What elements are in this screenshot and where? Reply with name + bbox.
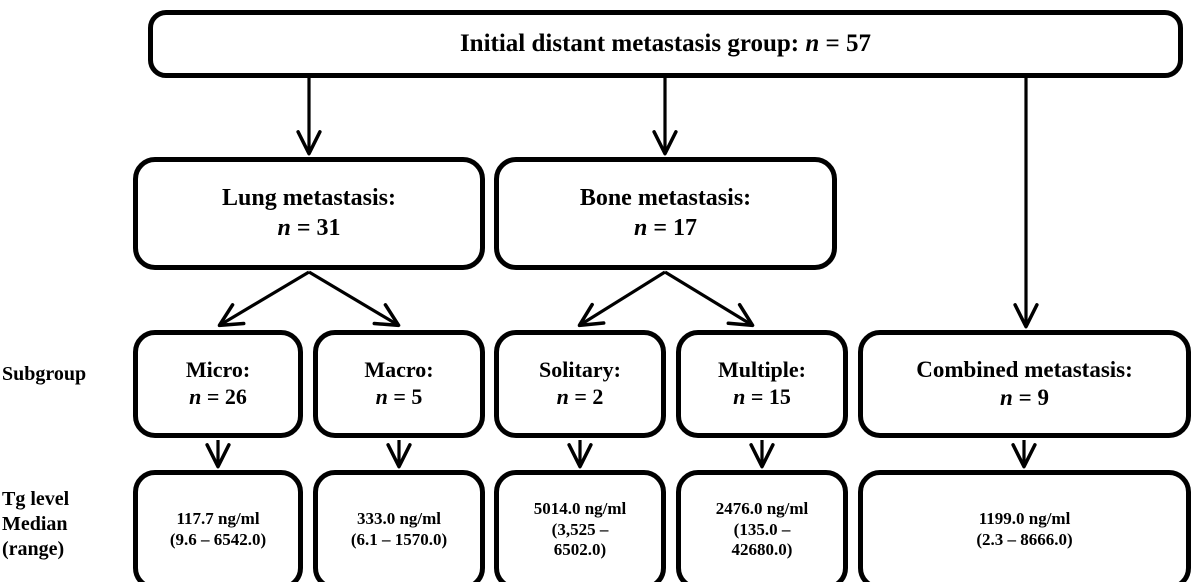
row-label-subgroup-text: Subgroup xyxy=(2,363,87,385)
node-lung-metastasis[interactable]: Lung metastasis: n = 31 xyxy=(133,157,485,270)
node-multiple-label: Multiple: xyxy=(718,357,806,383)
row-label-tg-line3: (range) xyxy=(2,538,65,560)
row-label-tg-level: Tg level Median (range) xyxy=(2,487,128,562)
node-tg-micro-median: 117.7 ng/ml xyxy=(176,509,260,529)
connector-bone-to-solitary xyxy=(577,270,666,328)
connector-lung-to-macro xyxy=(308,270,401,328)
node-lung-n-symbol: n xyxy=(277,214,291,241)
node-tg-micro-range: (9.6 – 6542.0) xyxy=(169,530,267,549)
node-root-n-value: = 57 xyxy=(819,29,872,57)
node-micro-n-symbol: n xyxy=(189,384,202,409)
node-tg-multiple-range-line2: 42680.0) xyxy=(731,540,793,560)
node-root-line: Initial distant metastasis group: n = 57 xyxy=(460,29,871,60)
node-micro-n-value: = 26 xyxy=(201,384,247,409)
node-tg-multiple-range-line1: (135.0 – xyxy=(733,519,791,539)
node-micro-count: n = 26 xyxy=(189,384,247,411)
node-multiple-count: n = 15 xyxy=(733,384,791,411)
node-tg-macro-range: (6.1 – 1570.0) xyxy=(350,530,448,549)
node-bone-n-value: = 17 xyxy=(647,214,698,241)
node-tg-multiple[interactable]: 2476.0 ng/ml (135.0 – 42680.0) xyxy=(676,470,848,582)
node-bone-metastasis[interactable]: Bone metastasis: n = 17 xyxy=(494,157,837,270)
node-tg-combined-median: 1199.0 ng/ml xyxy=(978,509,1071,529)
node-combined-n-value: = 9 xyxy=(1012,385,1049,410)
node-tg-micro[interactable]: 117.7 ng/ml (9.6 – 6542.0) xyxy=(133,470,303,582)
node-subgroup-multiple[interactable]: Multiple: n = 15 xyxy=(676,330,848,438)
node-subgroup-macro[interactable]: Macro: n = 5 xyxy=(313,330,485,438)
node-tg-combined[interactable]: 1199.0 ng/ml (2.3 – 8666.0) xyxy=(858,470,1191,582)
node-micro-label: Micro: xyxy=(185,357,251,383)
node-bone-label: Bone metastasis: xyxy=(579,185,752,212)
node-solitary-count: n = 2 xyxy=(557,384,604,411)
node-root-label: Initial distant metastasis group: xyxy=(459,29,806,57)
node-combined-n-symbol: n xyxy=(1000,385,1013,410)
node-tg-multiple-median: 2476.0 ng/ml xyxy=(715,498,809,518)
node-lung-label: Lung metastasis: xyxy=(221,185,396,212)
node-macro-label: Macro: xyxy=(364,357,434,383)
node-bone-n-symbol: n xyxy=(633,214,648,241)
node-macro-count: n = 5 xyxy=(376,384,423,411)
node-root-n-symbol: n xyxy=(805,29,820,57)
node-tg-combined-range: (2.3 – 8666.0) xyxy=(976,530,1073,549)
node-lung-n-value: = 31 xyxy=(290,214,341,241)
node-macro-n-symbol: n xyxy=(375,384,388,409)
node-combined-label: Combined metastasis: xyxy=(916,356,1133,382)
node-tg-solitary-range-line2: 6502.0) xyxy=(553,540,607,560)
node-subgroup-solitary[interactable]: Solitary: n = 2 xyxy=(494,330,666,438)
node-multiple-n-symbol: n xyxy=(733,384,746,409)
node-tg-solitary-median: 5014.0 ng/ml xyxy=(533,498,627,518)
connector-lung-to-micro xyxy=(217,270,310,328)
node-combined-count: n = 9 xyxy=(1000,384,1049,412)
row-label-subgroup: Subgroup xyxy=(2,362,128,387)
row-label-tg-line2: Median xyxy=(2,513,68,535)
node-lung-count: n = 31 xyxy=(277,214,340,243)
connector-bone-to-multiple xyxy=(664,270,755,328)
node-combined-metastasis[interactable]: Combined metastasis: n = 9 xyxy=(858,330,1191,438)
node-bone-count: n = 17 xyxy=(634,214,697,243)
node-tg-solitary[interactable]: 5014.0 ng/ml (3,525 – 6502.0) xyxy=(494,470,666,582)
row-label-tg-line1: Tg level xyxy=(2,488,70,510)
node-solitary-n-value: = 2 xyxy=(568,384,604,409)
node-tg-solitary-range-line1: (3,525 – xyxy=(551,519,609,539)
node-initial-distant-metastasis-group[interactable]: Initial distant metastasis group: n = 57 xyxy=(148,10,1183,78)
node-solitary-label: Solitary: xyxy=(539,357,621,383)
node-tg-macro-median: 333.0 ng/ml xyxy=(356,509,442,529)
node-subgroup-micro[interactable]: Micro: n = 26 xyxy=(133,330,303,438)
node-tg-macro[interactable]: 333.0 ng/ml (6.1 – 1570.0) xyxy=(313,470,485,582)
node-multiple-n-value: = 15 xyxy=(745,384,791,409)
node-solitary-n-symbol: n xyxy=(556,384,569,409)
node-macro-n-value: = 5 xyxy=(387,384,423,409)
